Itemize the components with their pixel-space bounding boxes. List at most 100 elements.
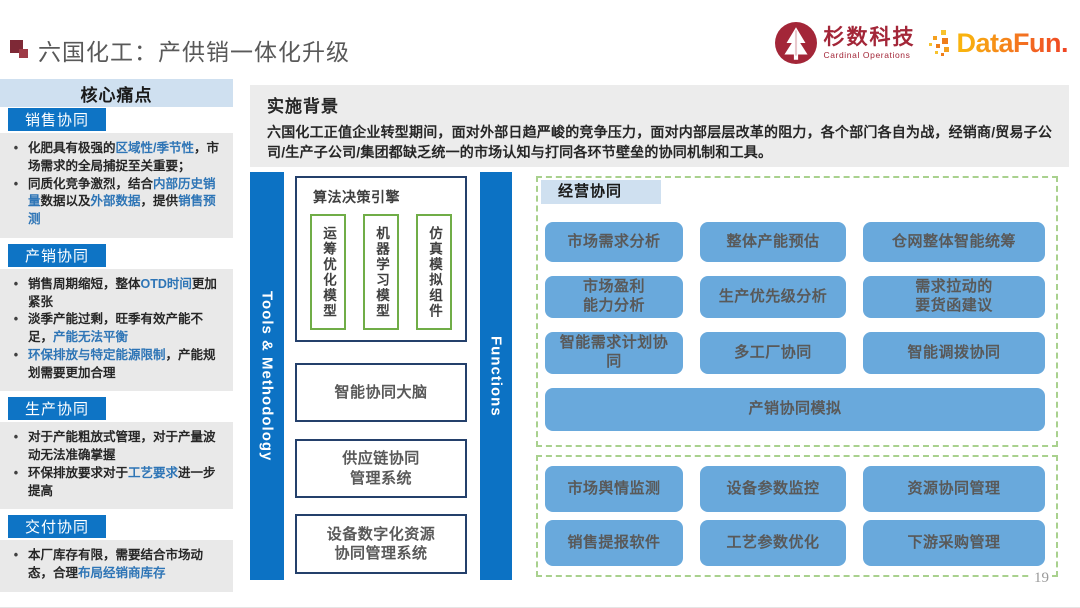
operation-button: 生产优先级分析: [700, 276, 846, 318]
pain-section-body: • 化肥具有极强的区域性/季节性，市场需求的全局捕捉至关重要； • 同质化竞争激烈，结…: [0, 133, 233, 238]
operation-button: 整体产能预估: [700, 222, 846, 262]
operation-button: 市场盈利 能力分析: [545, 276, 683, 318]
datafun-logo: DataFun.: [929, 28, 1068, 59]
operations-title: 经营协同: [541, 180, 661, 204]
plain-text: 淡季产能过剩，旺季有效产能不足，: [28, 312, 204, 344]
background-title: 实施背景: [267, 97, 339, 116]
algorithm-engine-title: 算法决策引擎: [313, 189, 400, 205]
pain-section-title: 产销协同: [8, 243, 106, 267]
pain-points-sections: 销售协同•化肥具有极强的区域性/季节性，市场需求的全局捕捉至关重要；•同质化竞争…: [0, 108, 233, 592]
plain-text: 进一步提高: [28, 465, 216, 498]
highlighted-text: 布局经销商库存: [78, 566, 166, 580]
background-panel: 实施背景 六国化工正值企业转型期间，面对外部日趋严峻的竞争压力，面对内部层层改革…: [250, 85, 1069, 167]
bullet-text: 环保排放与特定能源限制，产能规划需要更加合理: [28, 347, 227, 383]
plain-text: 更加紧张: [28, 276, 217, 309]
plain-text: ，提供: [140, 194, 179, 209]
plain-text: ，市场需求的全局捕捉至关重要；: [28, 141, 220, 173]
operation-button: 产销协同模拟: [545, 388, 1045, 431]
bullet-item: •销售周期缩短，整体OTD时间更加紧张: [4, 276, 227, 312]
title-bullet-icon: [10, 38, 34, 62]
bullet-text: 对于产能粗放式管理，对于产量波动无法准确掌握: [28, 429, 227, 465]
plain-text: 环保排放要求对于: [28, 465, 129, 480]
bullet-item: • 化肥具有极强的区域性/季节性，市场需求的全局捕捉至关重要；: [4, 140, 227, 176]
system-box-device-resource: 设备数字化资源 协同管理系统: [295, 514, 467, 574]
support-button: 市场舆情监测: [545, 466, 683, 512]
support-button: 资源协同管理: [863, 466, 1045, 512]
bullet-text: 同质化竞争激烈，结合内部历史销量数据以及外部数据，提供销售预测: [28, 176, 227, 229]
highlighted-text: 工艺要求: [128, 465, 179, 480]
support-systems-grid: 市场舆情监测设备参数监控资源协同管理销售提报软件工艺参数优化下游采购管理: [545, 466, 1045, 566]
bullet-text: 环保排放要求对于工艺要求进一步提高: [28, 465, 227, 501]
page-title: 六国化工：产供销一体化升级: [38, 39, 350, 65]
operations-grid: 市场需求分析整体产能预估仓网整体智能统筹市场盈利 能力分析生产优先级分析需求拉动…: [545, 222, 1045, 431]
functions-label: Functions: [487, 335, 505, 417]
support-button: 下游采购管理: [863, 520, 1045, 566]
plain-text: 同质化竞争激烈，结合: [28, 176, 154, 191]
bullet-item: • 同质化竞争激烈，结合内部历史销量数据以及外部数据，提供销售预测: [4, 176, 227, 229]
datafun-dots-icon: [929, 30, 953, 56]
plain-text: 化肥具有极强的: [28, 141, 116, 155]
pain-section-title: 生产协同: [8, 397, 106, 421]
slide-header: 六国化工：产供销一体化升级: [10, 33, 350, 67]
tools-methodology-bar: Tools & Methodology: [250, 172, 284, 580]
highlighted-text: 产能无法平衡: [53, 330, 129, 344]
operation-button: 智能调拨协同: [863, 332, 1045, 374]
bullet-item: • 淡季产能过剩，旺季有效产能不足，产能无法平衡: [4, 311, 227, 347]
bullet-text: 销售周期缩短，整体OTD时间更加紧张: [28, 276, 227, 312]
shanshu-logo-text: 杉数科技: [823, 25, 916, 49]
page-number: 19: [1032, 570, 1051, 587]
highlighted-text: 销售预测: [28, 194, 216, 226]
operation-button: 仓网整体智能统筹: [863, 222, 1045, 262]
algorithm-engine-modules: 运筹优化模型 机器学习模型 仿真模拟组件: [297, 214, 465, 330]
highlighted-text: OTD时间: [140, 276, 192, 291]
algorithm-engine-box: 算法决策引擎 运筹优化模型 机器学习模型 仿真模拟组件: [295, 176, 467, 342]
support-button: 工艺参数优化: [700, 520, 846, 566]
operation-button: 智能需求计划协同: [545, 332, 683, 374]
bullet-item: • 环保排放与特定能源限制，产能规划需要更加合理: [4, 347, 227, 383]
engine-module: 运筹优化模型: [310, 214, 346, 330]
bullet-marker: •: [13, 176, 19, 191]
background-text: 六国化工正值企业转型期间，面对外部日趋严峻的竞争压力，面对内部层层改革的阻力，各…: [267, 124, 1053, 161]
highlighted-text: 环保排放与特定能源限制: [28, 347, 166, 362]
engine-module: 仿真模拟组件: [416, 214, 452, 330]
shanshu-logo: 杉数科技 Cardinal Operations: [775, 22, 915, 64]
bullet-marker: •: [13, 347, 19, 362]
operation-button: 市场需求分析: [545, 222, 683, 262]
pain-section-body: • 对于产能粗放式管理，对于产量波动无法准确掌握 • 环保排放要求对于工艺要求进一步提…: [0, 422, 233, 510]
bullet-text: 化肥具有极强的区域性/季节性，市场需求的全局捕捉至关重要；: [28, 140, 227, 176]
engine-module-label: 运筹优化模型: [321, 225, 336, 319]
highlighted-text: 内部历史销量: [28, 176, 216, 209]
bullet-marker: •: [13, 548, 19, 563]
engine-module-label: 机器学习模型: [374, 225, 389, 319]
operations-panel: 经营协同 市场需求分析整体产能预估仓网整体智能统筹市场盈利 能力分析生产优先级分…: [536, 176, 1058, 447]
datafun-logo-text: DataFun.: [956, 27, 1068, 58]
tools-methodology-label: Tools & Methodology: [258, 290, 276, 462]
system-box-supply-chain: 供应链协同 管理系统: [295, 439, 467, 498]
plain-text: 本厂库存有限，需要结合市场动态，合理: [28, 548, 204, 580]
bullet-marker: •: [13, 430, 19, 445]
bullet-marker: •: [13, 141, 19, 155]
bullet-item: • 本厂库存有限，需要结合市场动态，合理布局经销商库存: [4, 547, 227, 583]
bullet-text: 淡季产能过剩，旺季有效产能不足，产能无法平衡: [28, 311, 227, 347]
bullet-marker: •: [13, 312, 19, 327]
pain-points-title: 核心痛点: [0, 79, 233, 107]
bullet-marker: •: [13, 465, 19, 480]
shanshu-tree-icon: [775, 22, 818, 64]
highlighted-text: 区域性/季节性: [115, 141, 194, 155]
support-systems-panel: 市场舆情监测设备参数监控资源协同管理销售提报软件工艺参数优化下游采购管理: [536, 455, 1058, 577]
shanshu-logo-subtext: Cardinal Operations: [823, 49, 911, 60]
support-button: 销售提报软件: [545, 520, 683, 566]
functions-bar: Functions: [480, 172, 512, 580]
pain-section-body: •销售周期缩短，整体OTD时间更加紧张•淡季产能过剩，旺季有效产能不足，产能无法…: [0, 268, 233, 392]
pain-points-panel: 核心痛点 销售协同•化肥具有极强的区域性/季节性，市场需求的全局捕捉至关重要；•…: [0, 79, 233, 592]
logo-area: 杉数科技 Cardinal Operations DataFun.: [775, 22, 1068, 64]
plain-text: 对于产能粗放式管理，对于产量波动无法准确掌握: [28, 430, 216, 462]
plain-text: ，产能规划需要更加合理: [28, 347, 216, 380]
bullet-item: • 对于产能粗放式管理，对于产量波动无法准确掌握: [4, 429, 227, 465]
system-box-collaboration-brain: 智能协同大脑: [295, 363, 467, 422]
highlighted-text: 外部数据: [90, 194, 141, 209]
engine-module-label: 仿真模拟组件: [427, 225, 442, 319]
pain-section-body: • 本厂库存有限，需要结合市场动态，合理布局经销商库存: [0, 540, 233, 592]
support-button: 设备参数监控: [700, 466, 846, 512]
